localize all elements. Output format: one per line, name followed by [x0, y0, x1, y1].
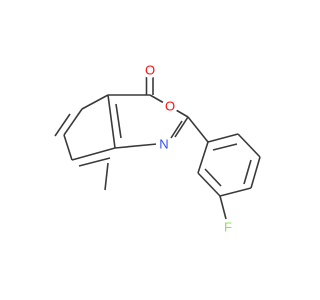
fluorine-label: F — [224, 220, 232, 235]
bond-c-f — [219, 195, 227, 220]
bond-c6-c7-inner — [54, 113, 71, 137]
bond-c5-c6 — [63, 108, 83, 136]
bond-n-c8a — [114, 143, 158, 149]
fluorine-atom: F — [220, 219, 236, 235]
bonds — [54, 76, 261, 220]
atom-labels: O O N F — [142, 62, 236, 235]
bond-c7-c8-inner — [78, 157, 111, 167]
bond-c6-c7 — [63, 134, 73, 161]
bond-aryl-4 — [219, 187, 252, 197]
bond-aryl-3 — [250, 156, 261, 189]
ring-oxygen-atom: O — [162, 98, 178, 114]
bond-c7-c8 — [71, 147, 116, 161]
bond-c2-n-a — [174, 116, 189, 138]
bond-aryl-5-inner — [204, 168, 222, 187]
ring-oxygen-label: O — [165, 99, 175, 114]
bond-c4-ring-o — [149, 94, 165, 104]
bond-c8-c8a — [107, 94, 116, 149]
carbonyl-oxygen-label: O — [145, 63, 155, 78]
bond-c2-aryl — [187, 116, 209, 143]
bond-aryl-3-inner — [243, 159, 252, 185]
bond-methyl — [104, 162, 109, 191]
bond-c4a-c8a-inner — [115, 103, 122, 139]
bond-c2-n-b — [170, 120, 183, 139]
ring-nitrogen-atom: N — [156, 136, 172, 152]
bond-ring-o-c2 — [175, 109, 189, 118]
bond-aryl-2 — [237, 133, 261, 158]
ring-nitrogen-label: N — [159, 137, 168, 152]
bond-aryl-1 — [207, 133, 239, 143]
bond-aryl-5 — [197, 172, 221, 197]
bond-aryl-6 — [197, 141, 209, 174]
molecule-structure-diagram: O O N F — [54, 62, 261, 235]
bond-aryl-1-inner — [212, 143, 238, 151]
carbonyl-oxygen-atom: O — [142, 62, 158, 78]
bond-c4a-c5 — [81, 94, 109, 110]
